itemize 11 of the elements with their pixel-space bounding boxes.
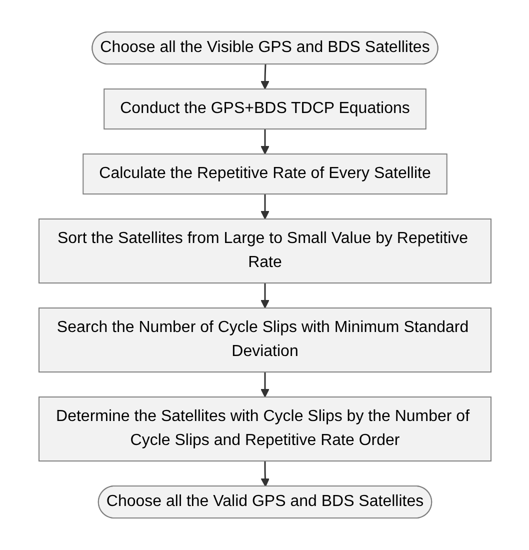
arrow — [260, 283, 269, 308]
arrow — [260, 129, 269, 154]
node-box: Determine the Satellites with Cycle Slips by the Number of Cycle Slips and Repetitive Rate Order — [38, 396, 491, 462]
arrow — [260, 194, 269, 220]
node-box: Conduct the GPS+BDS TDCP Equations — [103, 88, 426, 130]
node-box: Calculate the Repetitive Rate of Every Satellite — [82, 154, 447, 194]
arrow — [260, 64, 269, 90]
node-box: Sort the Satellites from Large to Small Value by Repetitive Rate — [38, 218, 491, 284]
node-box: Search the Number of Cycle Slips with Minimum Standard Deviation — [38, 308, 491, 372]
arrow — [260, 372, 269, 398]
arrow — [260, 461, 270, 487]
